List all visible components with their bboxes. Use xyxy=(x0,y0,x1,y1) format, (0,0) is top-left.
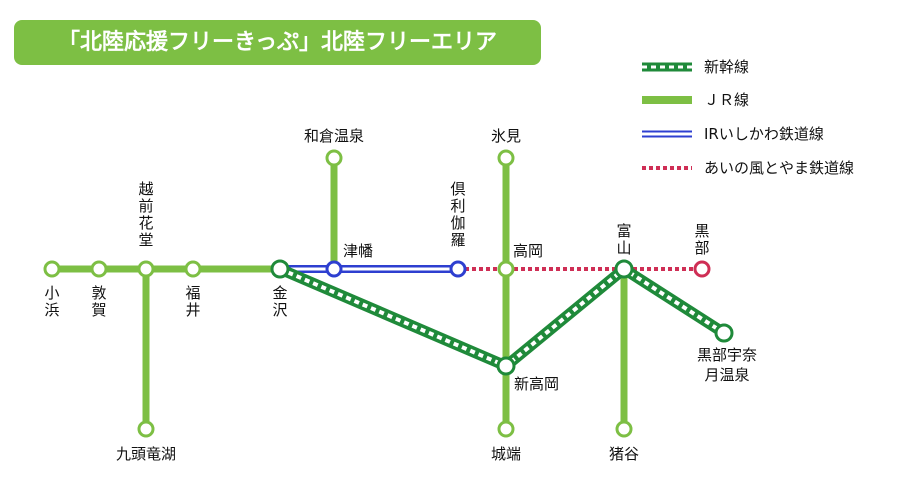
legend-label-shinkansen: 新幹線 xyxy=(704,58,749,76)
station-node-echizen xyxy=(137,260,155,278)
station-node-unazuki xyxy=(714,323,734,343)
station-label-kohama: 小浜 xyxy=(44,284,59,319)
legend: 新幹線 ＪＲ線 IRいしかわ鉄道線 あいの風とやま鉄道線 xyxy=(642,58,854,177)
station-label-takaoka: 高岡 xyxy=(513,242,543,260)
station-label-wakura: 和倉温泉 xyxy=(304,127,364,145)
station-node-himi xyxy=(497,149,515,167)
station-label-himi: 氷見 xyxy=(491,127,521,145)
station-label-shintakaoka: 新高岡 xyxy=(514,375,559,393)
station-label-unazuki: 黒部宇奈月温泉 xyxy=(697,346,757,384)
station-label-kurikara: 倶利伽羅 xyxy=(450,180,465,249)
legend-item-jr: ＪＲ線 xyxy=(642,91,749,109)
station-label-kurobe: 黒部 xyxy=(694,222,709,257)
station-node-wakura xyxy=(325,149,343,167)
station-label-kuzuryuko: 九頭竜湖 xyxy=(116,445,176,463)
station-label-echizen: 越前花堂 xyxy=(138,180,153,249)
shinkansen-dash xyxy=(279,267,726,368)
station-node-kurikara xyxy=(449,260,467,278)
station-label-tsubata: 津幡 xyxy=(343,242,373,260)
page-title: 「北陸応援フリーきっぷ」北陸フリーエリア xyxy=(57,30,498,55)
jr-lines xyxy=(52,158,628,429)
station-node-takaoka xyxy=(497,260,515,278)
shinkansen-line xyxy=(277,263,727,372)
station-node-fukui xyxy=(184,260,202,278)
station-labels: 小浜 敦賀 越前花堂 福井 金沢 倶利伽羅 富山 黒部 津幡 高岡 和倉温泉 氷… xyxy=(44,127,757,463)
station-label-toyama: 富山 xyxy=(616,222,631,257)
legend-label-jr: ＪＲ線 xyxy=(704,91,749,109)
station-node-toyama xyxy=(614,259,634,279)
legend-item-shinkansen: 新幹線 xyxy=(642,58,749,76)
station-node-kohama xyxy=(43,260,61,278)
station-node-tsubata xyxy=(325,260,343,278)
station-label-tsuruga: 敦賀 xyxy=(91,284,106,319)
legend-label-ir: IRいしかわ鉄道線 xyxy=(704,125,824,143)
station-label-jouhana: 城端 xyxy=(491,445,521,463)
legend-label-ainokaze: あいの風とやま鉄道線 xyxy=(704,159,854,177)
station-node-kurobe xyxy=(693,260,711,278)
station-label-fukui: 福井 xyxy=(185,284,200,319)
station-node-tsuruga xyxy=(90,260,108,278)
title-banner: 「北陸応援フリーきっぷ」北陸フリーエリア xyxy=(14,20,541,65)
station-node-inotani xyxy=(615,420,633,438)
shinkansen-outer xyxy=(277,263,727,372)
legend-item-ainokaze: あいの風とやま鉄道線 xyxy=(642,159,854,177)
station-node-kanazawa xyxy=(270,259,290,279)
station-node-jouhana xyxy=(497,420,515,438)
station-nodes xyxy=(43,149,734,438)
station-label-inotani: 猪谷 xyxy=(609,445,639,463)
station-label-kanazawa: 金沢 xyxy=(272,284,287,319)
legend-item-ir: IRいしかわ鉄道線 xyxy=(642,125,824,143)
station-node-shintakaoka xyxy=(496,356,516,376)
station-node-kuzuryuko xyxy=(137,420,155,438)
